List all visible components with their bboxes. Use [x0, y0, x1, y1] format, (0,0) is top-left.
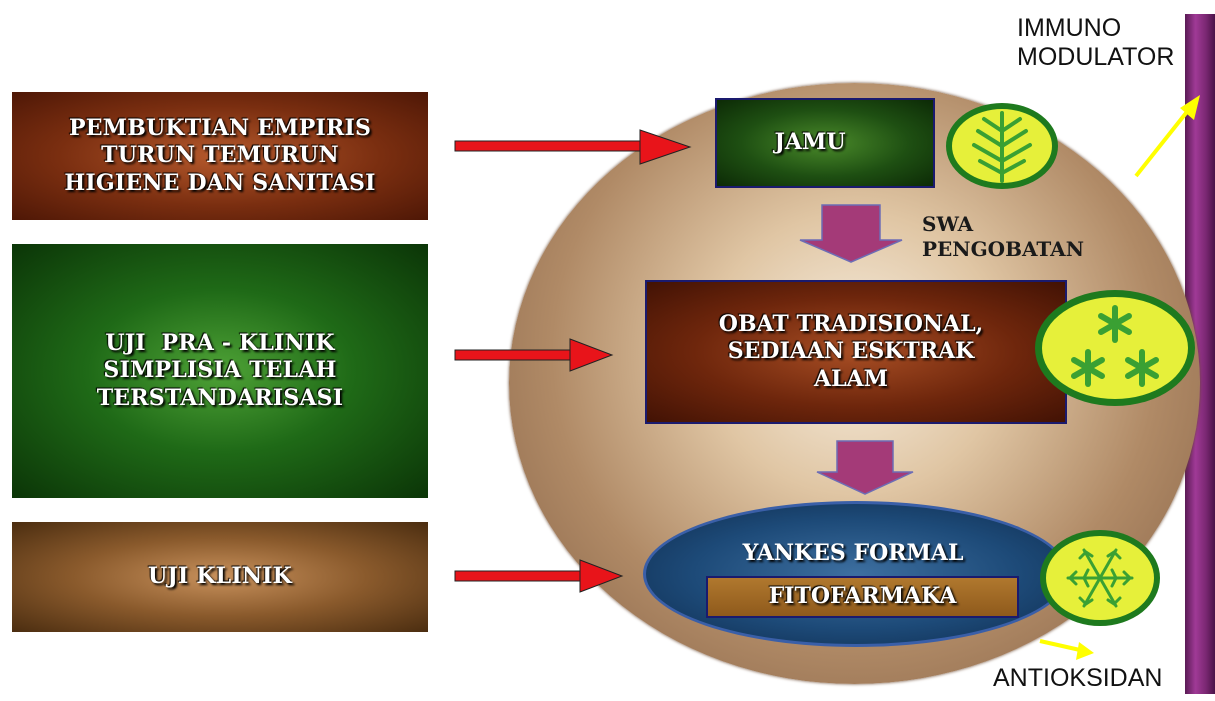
stars-logo-icon — [1035, 290, 1195, 406]
red-arrow-2 — [454, 338, 614, 372]
traditional-medicine-box: OBAT TRADISIONAL, SEDIAAN ESKTRAK ALAM — [645, 280, 1067, 424]
box1-line-1: PEMBUKTIAN EMPIRIS — [68, 114, 372, 141]
yellow-arrow-right — [1039, 639, 1094, 660]
box2-line-3: TERSTANDARISASI — [96, 384, 344, 411]
swa-line-2: PENGOBATAN — [922, 237, 1084, 261]
immuno-line-1: IMMUNO — [1017, 14, 1122, 42]
obat-line-3: ALAM — [814, 365, 888, 392]
box2-line-1: UJI PRA - KLINIK — [105, 329, 335, 356]
swa-pengobatan-label: SWA PENGOBATAN — [922, 212, 1084, 262]
box3-line-1: UJI KLINIK — [148, 563, 292, 590]
preclinical-test-box: UJI PRA - KLINIK SIMPLISIA TELAH TERSTAN… — [12, 244, 428, 498]
obat-line-1: OBAT TRADISIONAL, — [718, 310, 984, 337]
red-arrow-3 — [454, 559, 624, 593]
swa-line-1: SWA — [922, 212, 974, 236]
purple-down-arrow-2 — [816, 440, 914, 495]
yankes-ellipse — [643, 501, 1069, 647]
immuno-modulator-label: IMMUNO MODULATOR — [1017, 14, 1174, 72]
box1-line-3: HIGIENE DAN SANITASI — [64, 169, 376, 196]
immuno-line-2: MODULATOR — [1017, 42, 1175, 71]
empirical-evidence-box: PEMBUKTIAN EMPIRIS TURUN TEMURUN HIGIENE… — [12, 92, 428, 220]
jamu-label: JAMU — [774, 129, 846, 156]
red-arrow-1 — [454, 129, 692, 165]
purple-down-arrow-1 — [799, 204, 903, 263]
clinical-test-box: UJI KLINIK — [12, 522, 428, 632]
fitofarmaka-label: FITOFARMAKA — [768, 583, 957, 610]
leaf-logo-icon — [946, 103, 1058, 189]
antioksidan-label: ANTIOKSIDAN — [993, 664, 1163, 692]
fitofarmaka-box: FITOFARMAKA — [706, 576, 1019, 618]
box1-line-2: TURUN TEMURUN — [101, 142, 339, 169]
yellow-arrow-up — [1134, 95, 1200, 178]
jamu-box: JAMU — [715, 98, 935, 188]
yankes-label: YANKES FORMAL — [742, 540, 964, 566]
obat-line-2: SEDIAAN ESKTRAK — [727, 338, 975, 365]
snowflake-logo-icon — [1040, 530, 1160, 626]
box2-line-2: SIMPLISIA TELAH — [103, 357, 337, 384]
